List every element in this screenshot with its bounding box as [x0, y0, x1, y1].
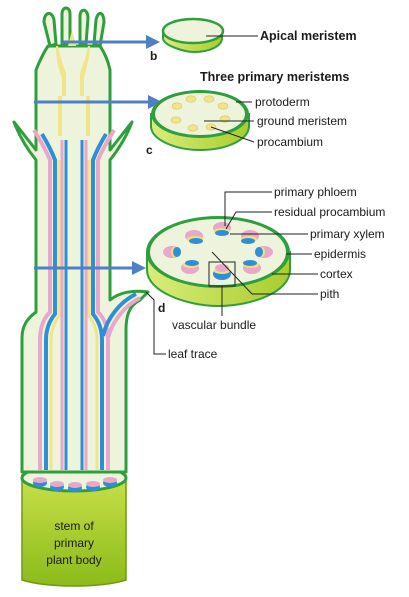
label-procambium: procambium [257, 135, 323, 149]
bundle-4 [163, 246, 181, 258]
label-vascular-bundle: vascular bundle [172, 318, 256, 332]
panel-d: vascular bundle primary phloem residual … [146, 185, 385, 361]
primary-meristems-title: Three primary meristems [200, 70, 349, 84]
panel-d-letter: d [158, 301, 165, 315]
apical-meristem-title: Apical meristem [260, 29, 357, 43]
stem-illustration [14, 8, 148, 586]
bundle-5 [255, 246, 273, 258]
label-primary-phloem: primary phloem [274, 185, 357, 199]
ground-meristem-fill [155, 93, 245, 135]
bundle-2 [213, 222, 231, 236]
label-cortex: cortex [320, 267, 353, 281]
label-residual-procambium: residual procambium [274, 205, 385, 219]
label-pith: pith [320, 287, 339, 301]
label-protoderm: protoderm [255, 95, 310, 109]
stem-base-line1: stem of [54, 519, 94, 533]
stem-base-line3: plant body [46, 553, 101, 567]
label-epidermis: epidermis [314, 247, 366, 261]
apical-meristem-disk [163, 19, 223, 43]
panel-c-letter: c [146, 143, 153, 157]
panel-b-letter: b [150, 49, 157, 63]
label-ground-meristem: ground meristem [257, 114, 347, 128]
label-leaf-trace: leaf trace [168, 347, 218, 361]
label-primary-xylem: primary xylem [310, 227, 385, 241]
bundle-7 [213, 264, 231, 280]
stem-base-label: stem of primary plant body [46, 519, 101, 567]
panel-c: Three primary meristems protoderm ground… [146, 70, 349, 157]
panel-b: Apical meristem b [150, 19, 357, 63]
stem-base-line2: primary [54, 536, 94, 550]
